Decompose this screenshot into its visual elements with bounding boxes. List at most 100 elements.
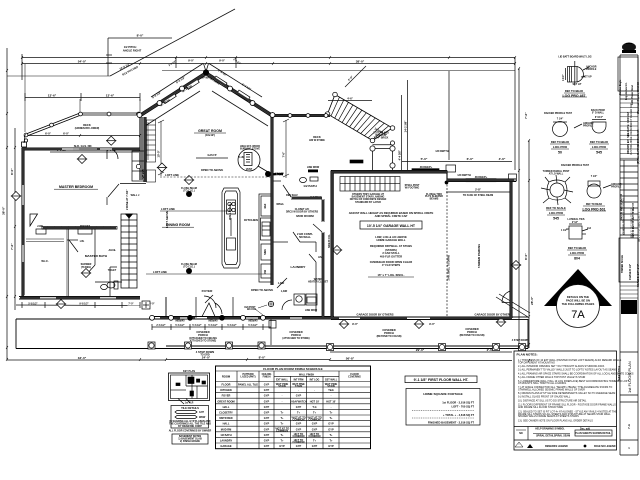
svg-text:SHEET TITLE: SHEET TITLE xyxy=(618,365,621,381)
svg-text:4 1/4": 4 1/4" xyxy=(562,75,565,81)
svg-text:38'-0": 38'-0" xyxy=(2,206,6,215)
svg-text:P&S SHLF: P&S SHLF xyxy=(286,194,298,197)
svg-text:GYP: GYP xyxy=(296,427,302,431)
svg-text:3.) ALL PERMANENT TO VALLEY WA: 3.) ALL PERMANENT TO VALLEY WALLS JUST T… xyxy=(518,369,617,372)
svg-text:GYP: GYP xyxy=(328,444,334,448)
svg-text:LIN.: LIN. xyxy=(80,240,85,243)
svg-text:T+: T+ xyxy=(313,439,317,443)
svg-text:14'-2 3/8": 14'-2 3/8" xyxy=(403,120,407,133)
svg-text:LIN: LIN xyxy=(318,256,322,259)
svg-text:804: 804 xyxy=(574,257,580,261)
svg-text:COMMON: COMMON xyxy=(309,417,321,421)
svg-text:2'-6 1/2": 2'-6 1/2" xyxy=(156,324,165,327)
svg-text:GYP: GYP xyxy=(264,444,270,448)
svg-text:CLOSET A/C: CLOSET A/C xyxy=(295,208,310,211)
svg-text:REMARKS LEGEND: REMARKS LEGEND xyxy=(545,445,568,448)
svg-text:GYP: GYP xyxy=(296,422,302,426)
svg-text:LATERAL TIES: LATERAL TIES xyxy=(568,218,585,221)
svg-text:(16x19'): (16x19') xyxy=(205,133,215,137)
svg-text:PROFILE: PROFILE xyxy=(611,185,622,188)
svg-text:9'-1 1/8" FIRST FLOOR WALL HT.: 9'-1 1/8" FIRST FLOOR WALL HT. xyxy=(414,378,469,382)
svg-text:10.) DISTANCE AT SILL US TO DO: 10.) DISTANCE AT SILL US TO DO STRUCTURE… xyxy=(518,399,587,402)
svg-text:HGT TO: HGT TO xyxy=(310,432,320,436)
svg-text:HGT TO: HGT TO xyxy=(294,432,304,436)
svg-text:1 1/2": 1 1/2" xyxy=(561,229,567,232)
svg-text:*HGT AT TO: *HGT AT TO xyxy=(307,415,321,419)
svg-text:COMMON: COMMON xyxy=(293,417,305,421)
svg-text:STAIN: STAIN xyxy=(295,384,303,388)
svg-text:7'-6": 7'-6" xyxy=(524,112,528,119)
svg-text:COVERING: COVERING xyxy=(348,376,361,379)
svg-text:T+: T+ xyxy=(329,411,333,415)
svg-text:SIDE B COL: SIDE B COL xyxy=(328,234,331,248)
svg-text:LID BATT BOARD WALT LOG: LID BATT BOARD WALT LOG xyxy=(558,56,591,59)
svg-text:(ATTACHED TO CEILING: (ATTACHED TO CEILING xyxy=(189,337,217,340)
svg-text:TOILET: TOILET xyxy=(108,269,117,272)
svg-text:1/2 PITCH: 1/2 PITCH xyxy=(124,45,137,49)
svg-text:LOG PRO: LOG PRO xyxy=(570,251,585,255)
svg-text:TIMBER SCALE: TIMBER SCALE xyxy=(621,255,624,273)
svg-text:NOTCH OF CONCRETE DESIGN: NOTCH OF CONCRETE DESIGN xyxy=(350,198,387,201)
svg-text:ANCHOR: ANCHOR xyxy=(611,183,622,186)
svg-text:REF TO BEAD: REF TO BEAD xyxy=(551,140,569,144)
svg-text:EXT WALL: EXT WALL xyxy=(276,378,289,381)
svg-text:LOFT ABOVE: LOFT ABOVE xyxy=(165,211,169,228)
svg-text:LAZED (PNT): LAZED (PNT) xyxy=(240,376,255,379)
svg-text:SINK: SINK xyxy=(264,249,267,255)
svg-text:LOG PRO: LOG PRO xyxy=(592,145,607,149)
svg-text:2 CAR STALL: 2 CAR STALL xyxy=(382,251,400,255)
svg-text:TO FACE OF STEEL BEAM: TO FACE OF STEEL BEAM xyxy=(463,194,493,197)
svg-text:50: 50 xyxy=(558,151,562,155)
svg-text:*: * xyxy=(519,443,520,446)
svg-text:PATTERN: PATTERN xyxy=(243,373,254,376)
svg-text:(BEYOND TO COLSN): (BEYOND TO COLSN) xyxy=(377,335,402,338)
svg-text:*HGT AT TO: *HGT AT TO xyxy=(291,415,305,419)
svg-text:1/2 DEPTH: 1/2 DEPTH xyxy=(457,173,471,177)
svg-text:T+: T+ xyxy=(280,422,284,426)
svg-text:6'-0": 6'-0" xyxy=(467,157,474,161)
svg-text:FRAME SILL STAIRS SO ALL SHEET: FRAME SILL STAIRS SO ALL SHEETS AND STRU… xyxy=(518,413,611,416)
svg-text:AT MOUNTS HALL TRIM TO ALL LOA: AT MOUNTS HALL TRIM TO ALL LOADING xyxy=(518,382,566,385)
svg-text:2-BAYWATCH: 2-BAYWATCH xyxy=(290,399,307,403)
svg-text:7'-6": 7'-6" xyxy=(282,151,286,158)
svg-text:PLAN SHEETS SHOWN DETAIL: PLAN SHEETS SHOWN DETAIL xyxy=(575,432,611,435)
svg-text:5'-0": 5'-0" xyxy=(421,157,428,161)
svg-text:DINING ROOM: DINING ROOM xyxy=(166,223,190,227)
svg-text:29'-0": 29'-0" xyxy=(416,348,425,352)
svg-text:HGT 10': HGT 10' xyxy=(310,399,320,403)
svg-text:T+: T+ xyxy=(313,411,317,415)
svg-text:REV 01 10/12 REV 02 11/12: REV 01 10/12 REV 02 11/12 xyxy=(632,208,634,238)
svg-text:DRAWN BY: SBE DATE: 10/15/12: DRAWN BY: SBE DATE: 10/15/12 xyxy=(626,112,630,154)
svg-text:7 1/4": 7 1/4" xyxy=(591,175,597,178)
svg-text:GAS FP: GAS FP xyxy=(208,154,217,157)
svg-text:REV 01 REV 02 REV 03: REV 01 REV 02 REV 03 xyxy=(620,193,623,220)
svg-text:5'-6 1/2": 5'-6 1/2" xyxy=(208,324,217,327)
svg-text:T+: T+ xyxy=(280,433,284,437)
svg-text:LOFT - 700 SQ FT: LOFT - 700 SQ FT xyxy=(451,405,474,409)
svg-text:48 DEEP+: 48 DEEP+ xyxy=(420,165,433,169)
svg-text:545: 545 xyxy=(596,151,602,155)
svg-text:-: - xyxy=(282,400,283,403)
svg-text:2'-6 1/2": 2'-6 1/2" xyxy=(232,58,241,66)
svg-text:LOW, LOG & A/C ABOVE: LOW, LOG & A/C ABOVE xyxy=(375,235,407,239)
svg-text:FINISH: FINISH xyxy=(263,376,271,379)
svg-text:REQUIRED DRYWALL AT STUBS: REQUIRED DRYWALL AT STUBS xyxy=(370,244,412,248)
svg-text:KEY PLAN: KEY PLAN xyxy=(183,370,195,373)
svg-text:96Dbl45: 96Dbl45 xyxy=(248,320,258,323)
svg-text:7.) AT ANGLE CONNECTION ALL "S: 7.) AT ANGLE CONNECTION ALL "SEAMS"+"BEV… xyxy=(518,386,612,389)
svg-text:1st FLOOR PLAN: 1st FLOOR PLAN xyxy=(627,361,632,393)
svg-text:8x8 POST: 8x8 POST xyxy=(244,306,256,309)
svg-text:5/8 WALL: 5/8 WALL xyxy=(299,235,311,239)
svg-text:-: - xyxy=(298,389,299,392)
svg-text:B3 COL: B3 COL xyxy=(247,307,257,311)
svg-text:HALL: HALL xyxy=(223,422,230,426)
svg-text:MUD ROOM: MUD ROOM xyxy=(296,214,314,218)
svg-text:5'-8 1/2": 5'-8 1/2" xyxy=(28,303,37,306)
svg-text:DW: DW xyxy=(264,269,267,274)
svg-text:T+: T+ xyxy=(329,416,333,420)
svg-text:*HGT AT TO: *HGT AT TO xyxy=(275,427,289,431)
svg-text:SPACED WALLS FRAME SEAMS AT SH: SPACED WALLS FRAME SEAMS AT SHEETS STAIR… xyxy=(518,415,579,418)
svg-text:RACKED PROFILE TEST: RACKED PROFILE TEST xyxy=(561,164,590,167)
svg-text:T+: T+ xyxy=(297,411,301,415)
svg-text:COMMON: COMMON xyxy=(293,434,305,438)
